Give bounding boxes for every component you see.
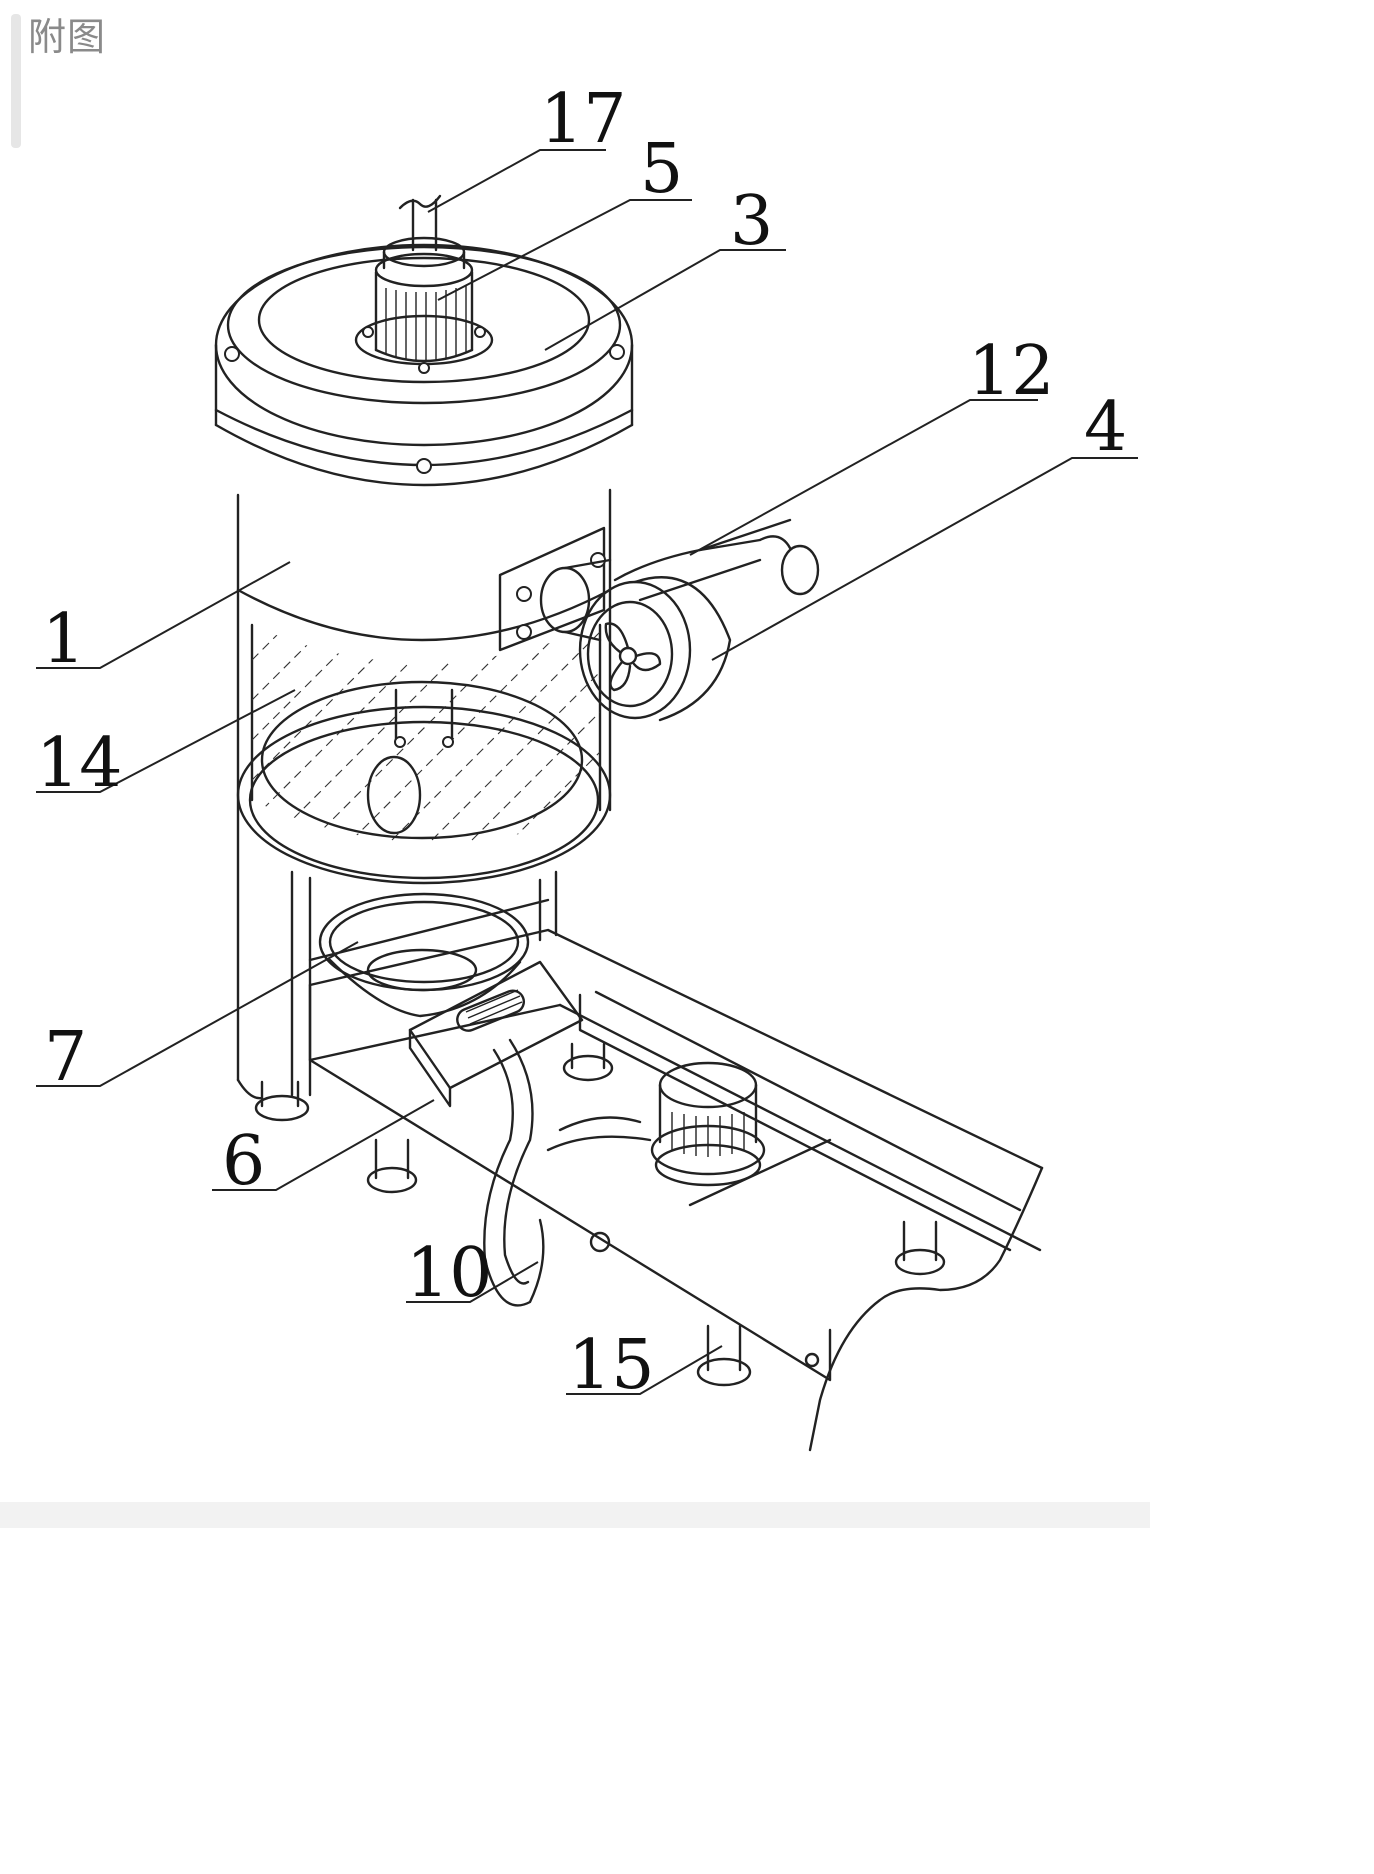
bolt-icon bbox=[418, 362, 430, 374]
callout-label: 1 bbox=[42, 600, 85, 679]
callout-label: 17 bbox=[540, 80, 627, 159]
bolt-icon bbox=[474, 326, 486, 338]
tank-body bbox=[236, 488, 612, 1100]
patent-drawing: 17 5 3 12 4 1 14 7 6 10 15 bbox=[36, 80, 1138, 1452]
bolt-icon bbox=[442, 736, 454, 748]
bottom-toolbar bbox=[0, 1502, 1150, 1528]
slider-block bbox=[408, 960, 584, 1108]
bolt-icon bbox=[516, 586, 532, 602]
conveyor-base bbox=[308, 928, 1044, 1452]
callout-label: 15 bbox=[568, 1326, 655, 1405]
callout-label: 3 bbox=[730, 182, 773, 261]
scroll-indicator[interactable] bbox=[11, 14, 21, 148]
hose bbox=[483, 1038, 652, 1307]
figure-caption: 附图 bbox=[28, 15, 107, 59]
callout-label: 14 bbox=[36, 724, 123, 803]
bolt-icon bbox=[394, 736, 406, 748]
lower-frame bbox=[254, 870, 558, 1122]
bolt-icon bbox=[224, 346, 240, 362]
filter-screen bbox=[250, 623, 602, 841]
callout-leaders bbox=[36, 149, 1138, 1395]
support-ring bbox=[236, 705, 612, 885]
support-feet bbox=[366, 1042, 946, 1387]
drive-shaft bbox=[398, 194, 442, 252]
callout-label: 4 bbox=[1084, 388, 1127, 467]
callout-label: 5 bbox=[640, 130, 683, 209]
callout-label: 6 bbox=[222, 1122, 265, 1201]
side-bracket bbox=[498, 526, 606, 652]
blower-fan bbox=[539, 518, 820, 722]
bolt-icon bbox=[609, 344, 625, 360]
pump bbox=[650, 1061, 766, 1187]
bolt-icon bbox=[362, 326, 374, 338]
callout-labels: 17 5 3 12 4 1 14 7 6 10 15 bbox=[36, 80, 1127, 1405]
top-cover bbox=[214, 243, 634, 487]
callout-label: 7 bbox=[44, 1018, 87, 1097]
bolt-icon bbox=[416, 458, 432, 474]
callout-label: 12 bbox=[968, 332, 1055, 411]
bolt-icon bbox=[516, 624, 532, 640]
bolt-icon bbox=[590, 552, 606, 568]
callout-label: 10 bbox=[406, 1234, 493, 1313]
